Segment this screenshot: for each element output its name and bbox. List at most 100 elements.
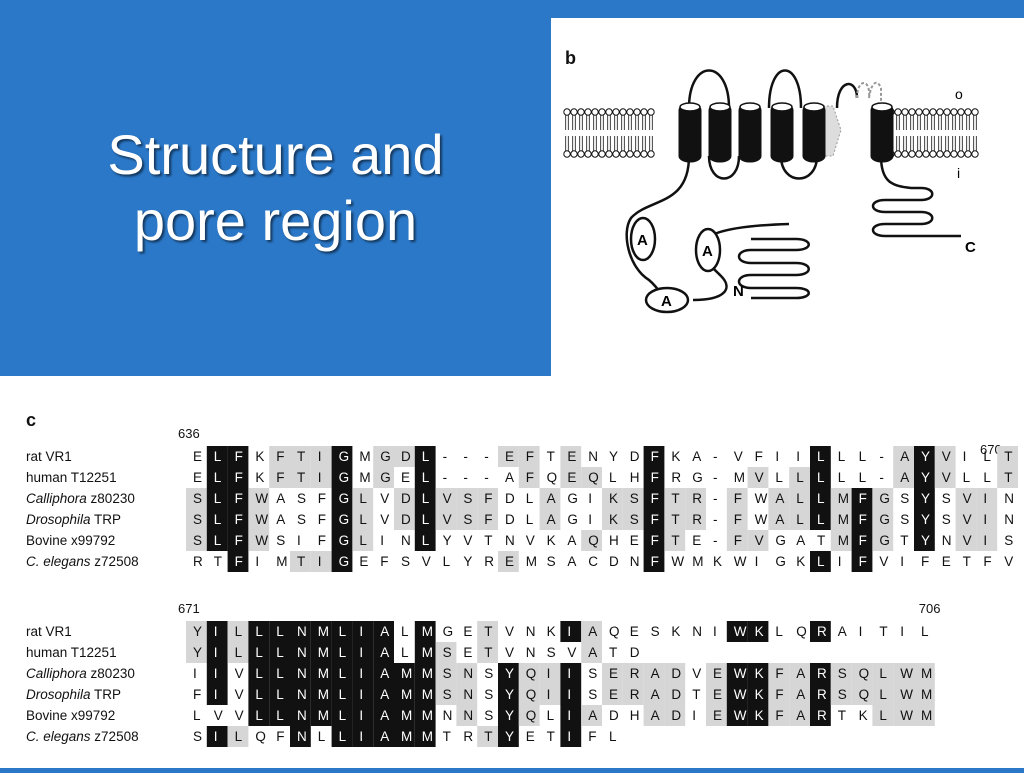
residue: F	[276, 729, 284, 744]
lipid-head	[957, 108, 965, 116]
residue: -	[879, 470, 884, 485]
residue: Q	[547, 470, 558, 485]
residue: N	[588, 449, 598, 464]
residue-shade	[789, 488, 810, 509]
residue: K	[713, 554, 722, 569]
residue-shade	[643, 509, 665, 530]
residue: L	[276, 687, 284, 702]
residue-shade	[186, 488, 207, 509]
residue: Y	[921, 470, 930, 485]
residue: L	[526, 512, 534, 527]
residue: F	[775, 687, 783, 702]
residue: F	[526, 449, 534, 464]
residue: M	[276, 554, 287, 569]
residue: V	[734, 449, 743, 464]
residue: Y	[463, 554, 472, 569]
residue: W	[734, 624, 747, 639]
residue: V	[463, 533, 472, 548]
residue-shade	[477, 488, 498, 509]
loop-s2-s3	[707, 155, 741, 180]
residue: G	[879, 533, 890, 548]
residue-shade	[394, 509, 415, 530]
residue-shade	[206, 509, 228, 530]
residue: M	[318, 624, 329, 639]
residue: L	[921, 624, 929, 639]
residue-shade	[248, 642, 270, 663]
residue: G	[692, 470, 703, 485]
residue-shade	[643, 488, 665, 509]
residue-shade	[851, 530, 873, 551]
residue-shade	[810, 488, 831, 509]
residue: N	[297, 645, 307, 660]
residue: N	[463, 666, 473, 681]
residue: D	[630, 449, 640, 464]
lipid-head	[647, 108, 655, 116]
residue: L	[796, 491, 804, 506]
lipid-head	[605, 108, 613, 116]
residue: I	[193, 666, 197, 681]
residue: F	[235, 554, 243, 569]
residue: T	[214, 554, 222, 569]
lipid-head	[591, 150, 599, 158]
residue: I	[297, 533, 301, 548]
residue: S	[193, 491, 202, 506]
residue-shade	[248, 621, 270, 642]
residue: W	[734, 554, 747, 569]
residue: K	[255, 470, 264, 485]
n-coil	[737, 237, 810, 300]
residue: M	[401, 666, 412, 681]
residue-shade	[685, 488, 706, 509]
residue: M	[318, 645, 329, 660]
residue-shade	[726, 488, 748, 509]
residue: F	[235, 470, 243, 485]
residue-shade	[498, 684, 519, 705]
lipid-head	[598, 108, 606, 116]
residue-shade	[414, 488, 436, 509]
residue: L	[339, 666, 347, 681]
residue-shade	[914, 684, 935, 705]
residue: F	[588, 729, 596, 744]
residue: I	[359, 687, 363, 702]
residue-shade	[706, 705, 727, 726]
residue: E	[401, 470, 410, 485]
residue: V	[380, 512, 389, 527]
residue: A	[276, 512, 285, 527]
residue: -	[443, 449, 448, 464]
residue: A	[775, 491, 784, 506]
residue: N	[443, 708, 453, 723]
residue: M	[838, 533, 849, 548]
residue: W	[255, 512, 268, 527]
residue-shade	[248, 663, 270, 684]
residue: E	[193, 449, 202, 464]
residue-shade	[352, 705, 374, 726]
residue: -	[879, 449, 884, 464]
residue: I	[359, 708, 363, 723]
residue: L	[838, 449, 846, 464]
residue: I	[359, 645, 363, 660]
residue: M	[921, 666, 932, 681]
residue-shade	[373, 446, 394, 467]
residue-shade	[290, 663, 311, 684]
topology-diagram: b A A A N C o i	[551, 18, 1024, 376]
residue: V	[422, 554, 431, 569]
residue: V	[380, 491, 389, 506]
residue: V	[505, 645, 514, 660]
residue-shade	[248, 509, 270, 530]
sequence-name: rat VR1	[26, 449, 72, 464]
residue: E	[942, 554, 951, 569]
residue-shade	[830, 684, 852, 705]
residue-shade	[872, 488, 894, 509]
residue-shade	[477, 621, 498, 642]
residue: S	[588, 687, 597, 702]
residue-shade	[227, 551, 249, 572]
residue: D	[671, 687, 681, 702]
residue: I	[567, 624, 571, 639]
residue-shade	[331, 509, 353, 530]
residue: L	[963, 470, 971, 485]
residue: A	[796, 666, 805, 681]
lipid-head	[647, 150, 655, 158]
residue: L	[339, 624, 347, 639]
residue: T	[963, 554, 971, 569]
lipid-head	[619, 108, 627, 116]
